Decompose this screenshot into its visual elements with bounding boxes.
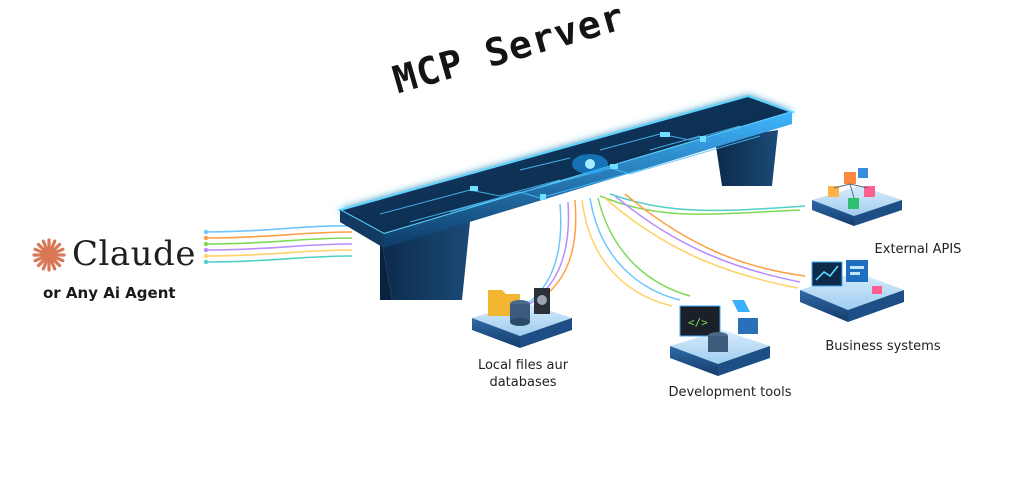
agent-name: Claude [72, 234, 196, 274]
folder-database-icon [488, 288, 550, 326]
local-files-label: Local files aur databases [458, 357, 588, 391]
code-window-icon: </> [679, 300, 758, 352]
agent-subtitle: or Any Ai Agent [43, 284, 176, 302]
agent-connector-lines [203, 225, 353, 265]
bridge-right-pillar [715, 130, 778, 186]
local-files-label-line1: Local files aur [477, 358, 569, 373]
sunburst-asterisk-icon [32, 238, 66, 272]
business-systems-node [800, 260, 904, 322]
local-files-label-line2: databases [489, 375, 557, 390]
external-apis-label: External APIS [874, 242, 962, 257]
dev-tools-node: </> [670, 300, 770, 376]
external-apis-node [812, 168, 902, 226]
dashboard-chart-icon [811, 260, 882, 294]
svg-text:</>: </> [688, 316, 708, 329]
target-connector-lines [521, 193, 806, 309]
mcp-server-bridge [337, 94, 796, 248]
local-files-node [472, 288, 572, 348]
business-systems-label: Business systems [825, 339, 941, 354]
network-cubes-icon [828, 168, 875, 209]
dev-tools-label: Development tools [668, 385, 792, 400]
